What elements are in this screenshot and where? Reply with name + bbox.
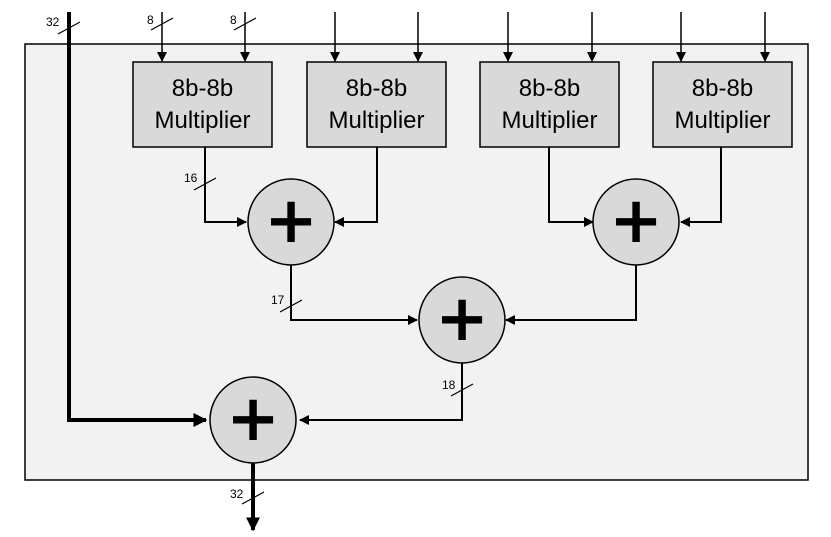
internal-wires [204, 147, 722, 425]
accumulator-wires [67, 12, 260, 532]
adder-4: + [209, 376, 297, 464]
adder-3: + [418, 276, 506, 364]
multiplier-block-1: 8b-8b Multiplier [132, 61, 273, 148]
width-label-sum-level1: 17 [271, 293, 285, 307]
adder-2-plus-icon: + [609, 184, 663, 258]
adder-1: + [247, 178, 335, 266]
multiplier-3-line2: Multiplier [501, 107, 597, 134]
multiplier-block-3: 8b-8b Multiplier [479, 61, 620, 148]
multiplier-4-line1: 8b-8b [692, 75, 753, 102]
adder-2: + [592, 178, 680, 266]
adder-3-plus-icon: + [435, 282, 489, 356]
adder-1-plus-icon: + [264, 184, 318, 258]
width-label-product: 16 [184, 171, 198, 185]
bus-width-slashes [57, 17, 474, 505]
multiplier-block-2: 8b-8b Multiplier [306, 61, 447, 148]
width-label-accumulator-in: 32 [46, 15, 60, 29]
width-label-input-a: 8 [147, 13, 154, 27]
multiplier-3-line1: 8b-8b [519, 75, 580, 102]
multiplier-2-line2: Multiplier [328, 107, 424, 134]
multiplier-block-4: 8b-8b Multiplier [652, 61, 793, 148]
width-label-sum-level2: 18 [442, 378, 456, 392]
multiplier-2-line1: 8b-8b [346, 75, 407, 102]
multiplier-1-line1: 8b-8b [172, 75, 233, 102]
width-label-output: 32 [230, 487, 244, 501]
multiplier-4-line2: Multiplier [674, 107, 770, 134]
multiplier-input-wires [157, 12, 770, 62]
multiplier-1-line2: Multiplier [154, 107, 250, 134]
adder-4-plus-icon: + [226, 382, 280, 456]
width-label-input-b: 8 [230, 13, 237, 27]
